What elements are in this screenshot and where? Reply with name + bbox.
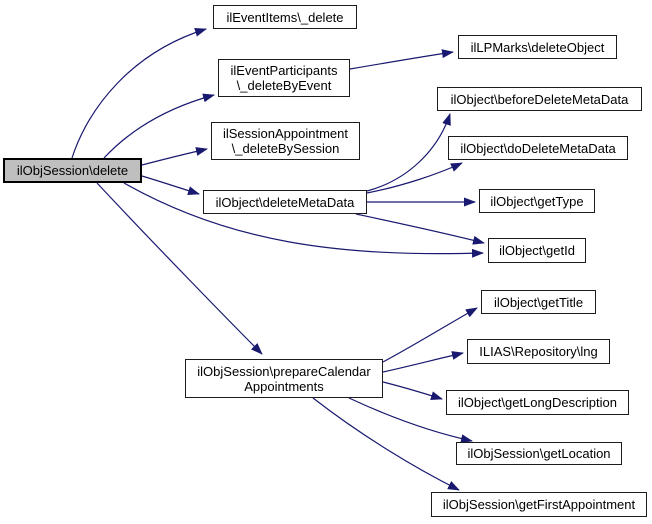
node-label: ilObjSession\getLocation bbox=[467, 446, 611, 461]
node-label: ilObject\getType bbox=[490, 193, 584, 209]
node-label: ILIAS\Repository\lng bbox=[479, 344, 598, 359]
node-label: Appointments bbox=[244, 378, 324, 394]
node-label: ilObject\beforeDeleteMetaData bbox=[450, 91, 629, 107]
call-edge-preparecalendar-to-lng bbox=[382, 351, 464, 373]
call-edge-preparecalendar-to-gettitle bbox=[382, 307, 478, 363]
call-edge-deletemetadata-to-beforedeletemetadata bbox=[366, 113, 451, 192]
graph-node-gettype[interactable]: ilObject\getType bbox=[479, 189, 595, 213]
graph-node-lng[interactable]: ILIAS\Repository\lng bbox=[467, 339, 610, 364]
call-edge-delete-to-deletemetadata bbox=[141, 175, 200, 195]
graph-node-lpmarks-deleteobject[interactable]: ilLPMarks\deleteObject bbox=[458, 35, 617, 59]
graph-node-deletebyevent[interactable]: ilEventParticipants\_deleteByEvent bbox=[218, 59, 350, 97]
node-label: \_deleteBySession bbox=[231, 141, 340, 156]
call-edge-deletemetadata-to-getid bbox=[355, 213, 485, 245]
node-label: ilObject\doDeleteMetaData bbox=[460, 140, 616, 156]
graph-node-getlocation[interactable]: ilObjSession\getLocation bbox=[456, 442, 622, 465]
node-label: ilSessionAppointment bbox=[222, 126, 349, 141]
node-label: ilLPMarks\deleteObject bbox=[470, 39, 605, 55]
node-label: ilObjSession\delete bbox=[16, 163, 129, 178]
graph-node-gettitle[interactable]: ilObject\getTitle bbox=[481, 290, 596, 314]
graph-node-eventitems-delete[interactable]: ilEventItems\_delete bbox=[213, 5, 357, 29]
node-label: \_deleteByEvent bbox=[236, 78, 332, 93]
call-edge-preparecalendar-to-getlongdescription bbox=[382, 381, 443, 400]
graph-node-getid[interactable]: ilObject\getId bbox=[488, 238, 586, 263]
node-label: ilEventParticipants bbox=[230, 63, 338, 78]
graph-node-dodeletemetadata[interactable]: ilObject\doDeleteMetaData bbox=[448, 136, 628, 160]
node-label: ilObjSession\getFirstAppointment bbox=[442, 497, 636, 512]
node-label: ilObject\getLongDescription bbox=[458, 395, 617, 410]
node-label: ilObject\getTitle bbox=[493, 294, 584, 310]
call-edge-delete-to-deletebysession bbox=[141, 147, 208, 166]
call-edge-preparecalendar-to-getfirstappointment bbox=[312, 397, 460, 491]
node-label: ilEventItems\_delete bbox=[226, 9, 344, 25]
call-edge-deletebyevent-to-lpmarks-deleteobject bbox=[349, 49, 454, 70]
node-label: ilObject\deleteMetaData bbox=[215, 194, 355, 210]
call-edge-deletemetadata-to-dodeletemetadata bbox=[366, 162, 463, 194]
node-label: ilObject\getId bbox=[499, 243, 575, 258]
graph-node-getfirstappointment[interactable]: ilObjSession\getFirstAppointment bbox=[431, 492, 647, 517]
call-edge-delete-to-eventitems-delete bbox=[71, 27, 207, 159]
graph-node-deletemetadata[interactable]: ilObject\deleteMetaData bbox=[203, 190, 367, 214]
graph-node-delete: ilObjSession\delete bbox=[3, 158, 142, 183]
node-label: ilObjSession\prepareCalendar bbox=[197, 363, 371, 379]
graph-node-getlongdescription[interactable]: ilObject\getLongDescription bbox=[446, 390, 629, 415]
call-edge-delete-to-deletebyevent bbox=[103, 93, 215, 159]
graph-node-beforedeletemetadata[interactable]: ilObject\beforeDeleteMetaData bbox=[437, 87, 642, 111]
graph-node-deletebysession[interactable]: ilSessionAppointment\_deleteBySession bbox=[211, 122, 360, 160]
